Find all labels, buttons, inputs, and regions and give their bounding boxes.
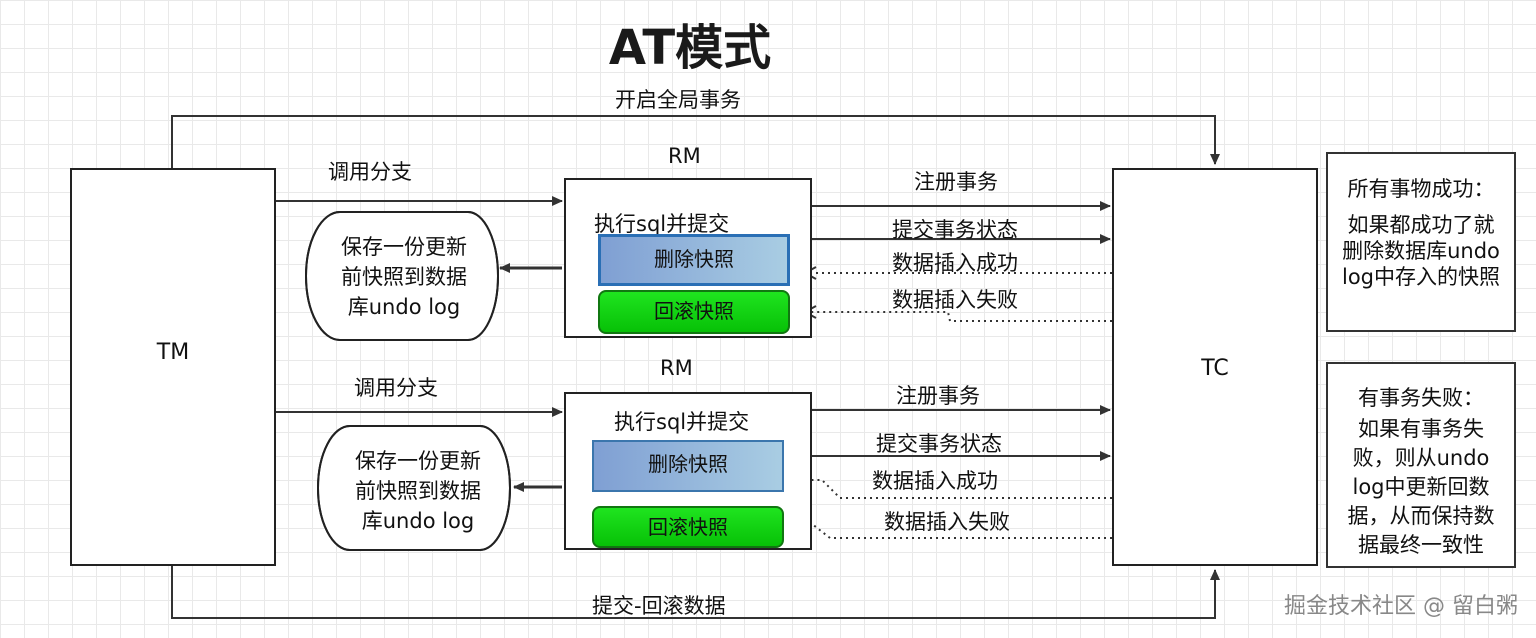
tm-box: TM (70, 168, 276, 566)
label-register: 注册事务 (914, 170, 998, 194)
note-heading: 有事务失败： (1358, 386, 1484, 410)
rm-label: RM (660, 356, 693, 380)
success-note: 所有事物成功： 如果都成功了就 删除数据库undo log中存入的快照 (1326, 152, 1516, 332)
note-line: 败，则从undo (1352, 446, 1490, 470)
undo-log-store-1 (305, 211, 499, 341)
undo-log-text: 保存一份更新 前快照到数据 库undo log (318, 446, 518, 536)
label-insert-fail: 数据插入失败 (884, 510, 1010, 534)
label-commit-rollback: 提交-回滚数据 (592, 594, 726, 618)
store-line: 前快照到数据 (355, 479, 481, 503)
label-commit-status: 提交事务状态 (876, 432, 1002, 456)
rollback-snapshot-box: 回滚快照 (598, 290, 790, 334)
page-title: AT模式 (608, 20, 772, 76)
label-call-branch: 调用分支 (354, 376, 438, 400)
note-line: log中存入的快照 (1341, 265, 1500, 289)
execute-sql-label: 执行sql并提交 (614, 410, 750, 434)
rollback-snapshot-box: 回滚快照 (592, 506, 784, 548)
label-insert-fail: 数据插入失败 (892, 288, 1018, 312)
label-call-branch: 调用分支 (328, 160, 412, 184)
note-line: log中更新回数 (1352, 475, 1490, 499)
note-line: 如果有事务失 (1358, 417, 1484, 441)
tc-label: TC (1201, 356, 1229, 381)
label-register: 注册事务 (896, 384, 980, 408)
note-line: 据最终一致性 (1358, 533, 1484, 557)
delete-snapshot-box: 删除快照 (592, 440, 784, 492)
store-line: 库undo log (347, 295, 461, 319)
rm-box: 执行sql并提交 删除快照 回滚快照 (564, 392, 812, 550)
note-line: 据，从而保持数 (1347, 504, 1495, 528)
store-line: 保存一份更新 (341, 235, 467, 259)
arrow-commit-rollback (171, 566, 1220, 619)
store-line: 前快照到数据 (341, 265, 467, 289)
tm-label: TM (156, 340, 190, 365)
rm-label: RM (668, 144, 701, 168)
undo-log-store-2 (317, 425, 511, 551)
undo-log-text: 保存一份更新 前快照到数据 库undo log (304, 232, 504, 322)
watermark: 掘金技术社区 @ 留白粥 (1284, 594, 1518, 619)
note-line: 如果都成功了就 (1347, 213, 1495, 237)
label-insert-success: 数据插入成功 (892, 251, 1018, 275)
delete-snapshot-box: 删除快照 (598, 234, 790, 286)
execute-sql-label: 执行sql并提交 (594, 212, 730, 236)
store-line: 库undo log (361, 509, 475, 533)
arrow-open-global (171, 115, 1220, 168)
store-line: 保存一份更新 (355, 449, 481, 473)
rm-box: 执行sql并提交 删除快照 回滚快照 (564, 178, 812, 338)
failure-note: 有事务失败： 如果有事务失 败，则从undo log中更新回数 据，从而保持数 … (1326, 362, 1516, 568)
note-heading: 所有事物成功： (1347, 177, 1495, 201)
tc-box: TC (1112, 168, 1318, 566)
label-insert-success: 数据插入成功 (872, 469, 998, 493)
label-open-global: 开启全局事务 (615, 88, 741, 112)
note-line: 删除数据库undo (1342, 239, 1500, 263)
label-commit-status: 提交事务状态 (892, 218, 1018, 242)
